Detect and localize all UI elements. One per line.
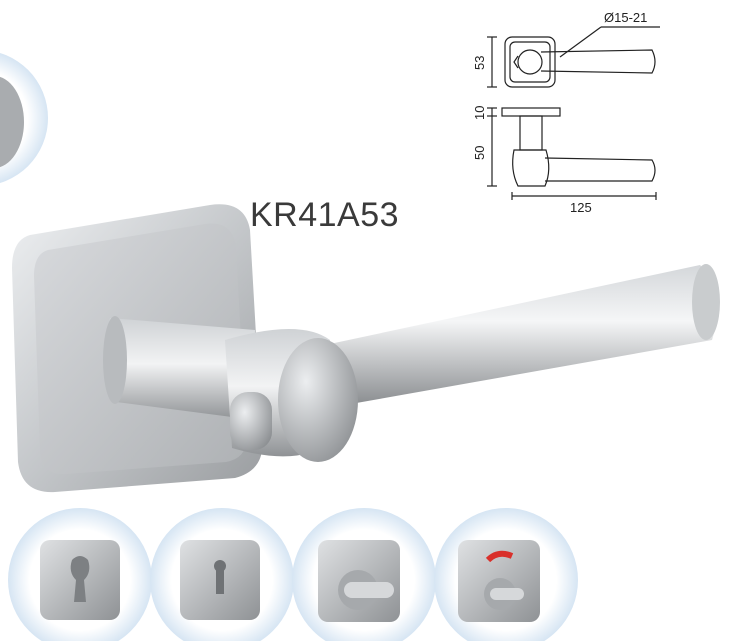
variant-row bbox=[8, 508, 578, 641]
rose-thickness-dimension: 10 bbox=[472, 106, 487, 120]
door-handle-render bbox=[12, 204, 720, 493]
technical-drawing bbox=[487, 26, 660, 200]
variant-keyhole bbox=[150, 508, 294, 641]
lever-length-dimension: 125 bbox=[570, 200, 592, 215]
variant-thumbturn bbox=[292, 508, 436, 641]
diameter-dimension: Ø15-21 bbox=[604, 10, 647, 25]
variant-profile-cylinder bbox=[8, 508, 152, 641]
projection-dimension: 50 bbox=[472, 146, 487, 160]
previous-variant-circle bbox=[0, 53, 48, 183]
rose-height-dimension: 53 bbox=[472, 56, 487, 70]
model-number: KR41A53 bbox=[250, 196, 400, 234]
variant-privacy-indicator bbox=[434, 508, 578, 641]
